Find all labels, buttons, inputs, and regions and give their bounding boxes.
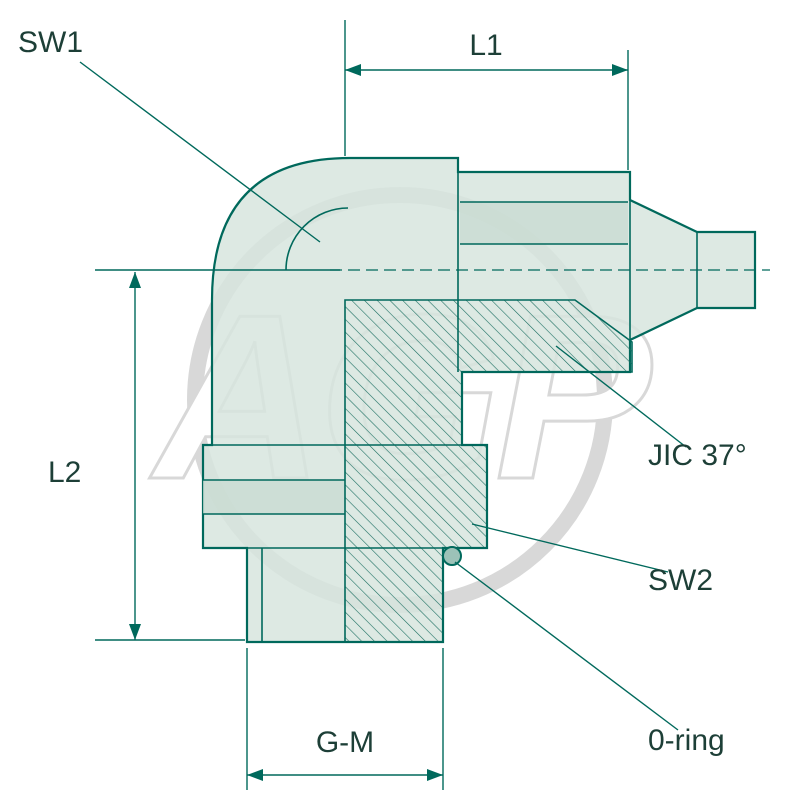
l1-arrow-left bbox=[345, 64, 361, 76]
l1-arrow-right bbox=[612, 64, 628, 76]
gm-arrow-right bbox=[427, 769, 443, 781]
sw2-leader bbox=[471, 523, 669, 573]
sw1-leader bbox=[79, 61, 321, 243]
labels: SW1 L1 L2 JIC 37° SW2 G-M 0-ring bbox=[18, 26, 747, 759]
label-oring: 0-ring bbox=[648, 724, 725, 757]
fitting-body bbox=[201, 156, 770, 644]
l2-arrow-bottom bbox=[129, 624, 141, 640]
label-l2: L2 bbox=[48, 456, 81, 489]
dimensions bbox=[79, 20, 687, 790]
o-ring-seal bbox=[442, 546, 462, 566]
jic-leader bbox=[555, 345, 687, 448]
label-sw1: SW1 bbox=[18, 26, 83, 59]
jic-hex-flat-shading bbox=[460, 202, 628, 244]
nut-hex-flat-shading bbox=[203, 480, 345, 514]
elbow-inner-arc bbox=[285, 207, 349, 271]
label-jic: JIC 37° bbox=[648, 439, 747, 472]
l2-arrow-top bbox=[129, 272, 141, 288]
gm-arrow-left bbox=[247, 769, 263, 781]
oring-leader bbox=[454, 561, 679, 731]
label-gm: G-M bbox=[316, 726, 374, 759]
label-sw2: SW2 bbox=[648, 564, 713, 597]
label-l1: L1 bbox=[469, 29, 502, 62]
